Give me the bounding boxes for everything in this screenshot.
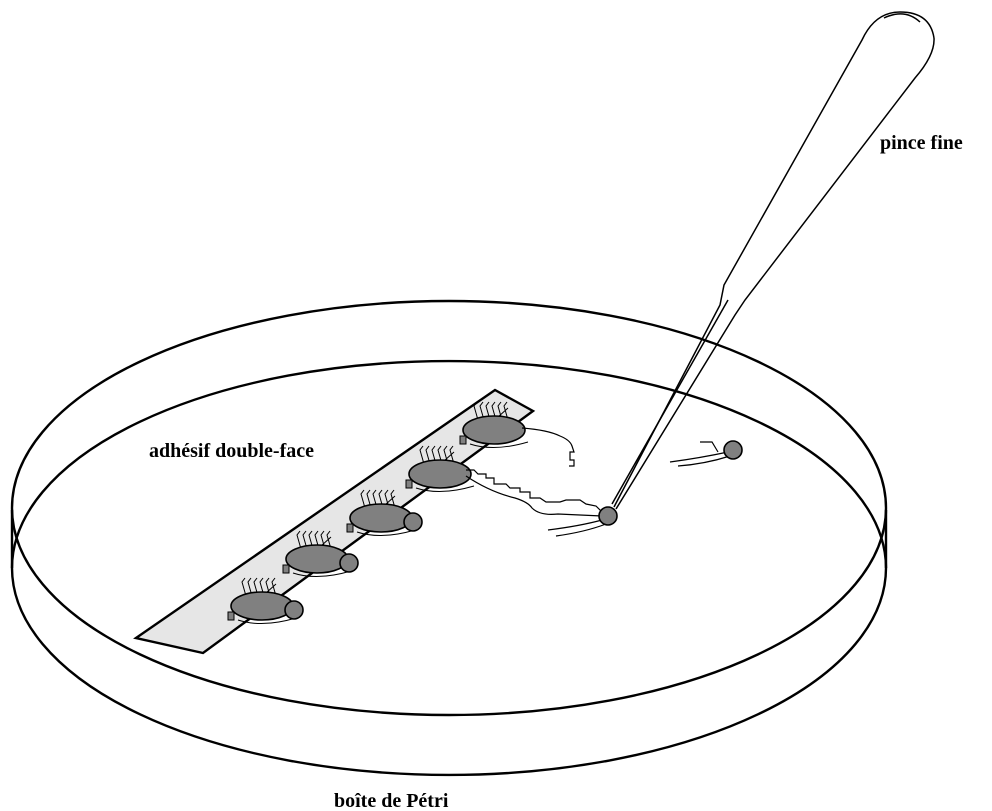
insect-thread	[415, 485, 475, 492]
head-far-right	[723, 440, 743, 460]
trail-insect-5	[521, 427, 575, 467]
forceps-top-curl	[883, 13, 921, 23]
petri-dish-rim	[10, 299, 888, 717]
insect-head	[403, 512, 423, 532]
label-tape: adhésif double-face	[149, 440, 314, 462]
detached-heads	[598, 440, 743, 526]
insect-legs	[360, 489, 396, 515]
petri-dish-base	[10, 510, 888, 777]
insect-body	[462, 415, 526, 445]
insect-legs	[473, 401, 509, 427]
trail-free-2	[555, 523, 607, 537]
insect-head	[339, 553, 359, 573]
insects-on-tape	[227, 401, 529, 624]
petri-dish	[10, 299, 888, 777]
insect-5	[459, 401, 529, 448]
forceps-arm-outer	[613, 11, 935, 508]
forceps-arm-inner	[615, 37, 935, 510]
insect-legs	[296, 530, 332, 556]
insect-1	[227, 577, 304, 624]
insect-body	[349, 503, 413, 533]
trail-insect-4	[466, 469, 603, 513]
insect-thread	[237, 617, 297, 624]
insect-tail	[227, 611, 235, 621]
insect-tail	[282, 564, 290, 574]
insect-2	[282, 530, 359, 577]
fine-forceps	[611, 11, 935, 510]
trail-free-1	[547, 519, 603, 531]
insect-4	[405, 445, 475, 492]
label-petri-dish: boîte de Pétri	[334, 790, 449, 811]
insect-body	[285, 544, 349, 574]
label-forceps: pince fine	[880, 132, 963, 154]
trail-insect-4b	[465, 475, 603, 517]
insect-legs	[419, 445, 455, 471]
trail-far	[669, 441, 731, 467]
insect-body	[230, 591, 294, 621]
insect-tail	[459, 435, 467, 445]
head-under-forceps	[598, 506, 618, 526]
insect-head	[284, 600, 304, 620]
insect-tail	[405, 479, 413, 489]
forceps-tip-line	[611, 299, 729, 505]
insect-3	[346, 489, 423, 536]
petri-dish-inner-edge	[10, 359, 888, 569]
insect-tail	[346, 523, 354, 533]
insect-thread	[292, 570, 352, 577]
insect-legs	[241, 577, 277, 603]
dissection-trails	[465, 427, 731, 537]
insect-body	[408, 459, 472, 489]
insect-thread	[469, 441, 529, 448]
insect-thread	[356, 529, 416, 536]
